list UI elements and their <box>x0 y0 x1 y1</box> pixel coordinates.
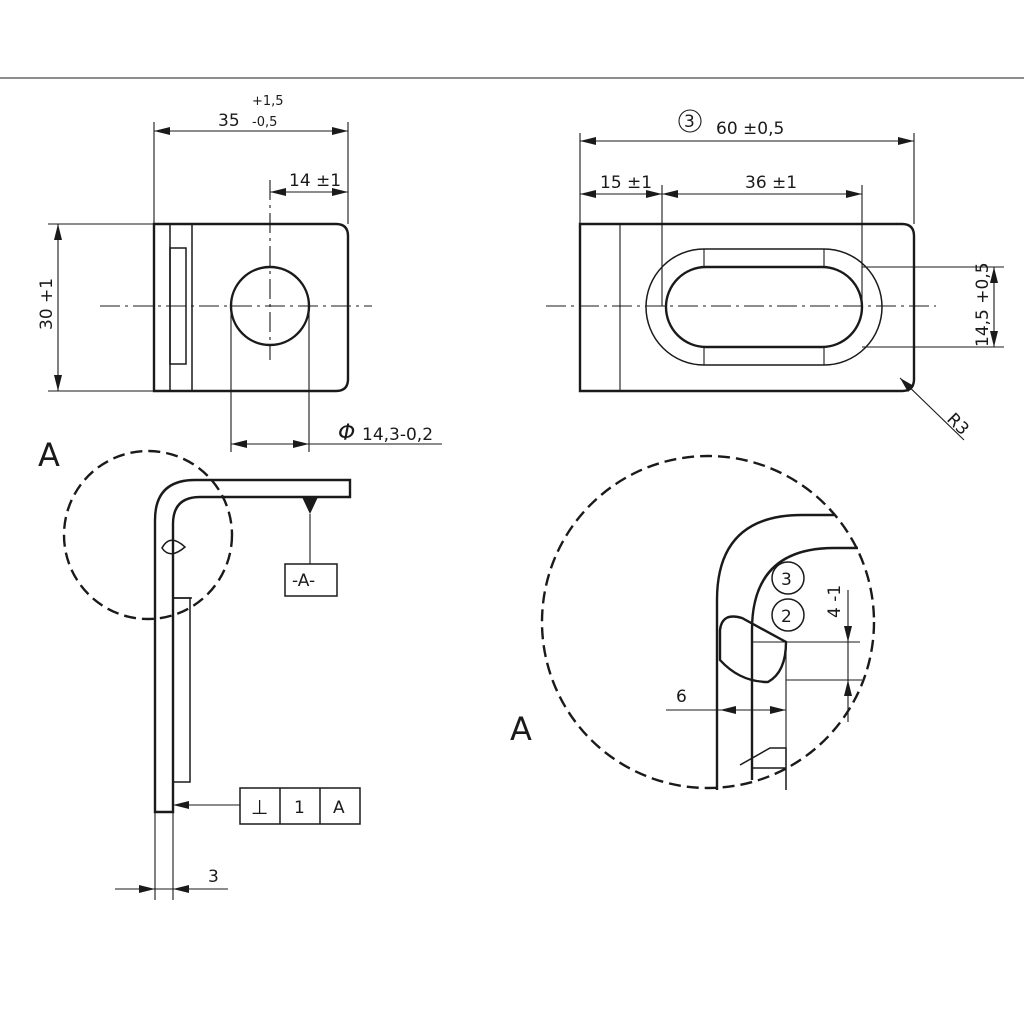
datum-triangle <box>302 497 318 514</box>
dim-slot-width: 14,5 +0,5 <box>973 262 993 347</box>
dim-arrow <box>580 190 596 198</box>
dim-width-tol-upper: +1,5 <box>252 94 284 109</box>
dim-length-total: 60 ±0,5 <box>716 119 784 139</box>
tolerance-frame <box>239 787 361 825</box>
detail-weld-bead <box>718 615 788 684</box>
dim-arrow <box>580 137 596 145</box>
dim-hole-offset: 14 ±1 <box>289 171 341 191</box>
dim-arrow <box>332 188 348 196</box>
dim-width-total: 35 <box>218 111 240 131</box>
marker-3: 3 <box>781 570 792 590</box>
dim-arrow <box>846 190 862 198</box>
dim-thickness: 3 <box>208 867 219 887</box>
datum-label: -A- <box>292 571 315 591</box>
dim-arrow <box>646 190 662 198</box>
section-label-left: A <box>38 436 60 474</box>
tolerance-value: 1 <box>294 798 305 818</box>
slot-outer <box>645 248 883 366</box>
left-view-outline <box>152 222 350 393</box>
dim-arrow <box>844 680 852 696</box>
dim-arrow <box>231 440 247 448</box>
detail-circle-right <box>540 454 876 790</box>
dim-height-left: 30 +1 <box>37 278 57 330</box>
dim-arrow <box>898 137 914 145</box>
section-label-detail: A <box>510 710 532 748</box>
dim-detail-height: 4 -1 <box>825 585 845 618</box>
dim-arrow <box>900 378 914 392</box>
right-view-outline <box>578 222 916 393</box>
detail-plate-outer <box>715 513 834 790</box>
dim-arrow <box>173 885 189 893</box>
detail-circle-left <box>62 449 234 621</box>
side-view-left: A -A- ⊥ 1 A 3 <box>38 436 361 900</box>
dim-arrow <box>139 885 155 893</box>
dim-width-tol-lower: -0,5 <box>252 115 277 130</box>
dim-arrow <box>990 331 998 347</box>
detail-view-right: A 3 2 4 -1 6 <box>510 454 876 790</box>
datum-box <box>284 563 338 597</box>
tolerance-datum: A <box>333 798 345 818</box>
dim-slot-offset: 15 ±1 <box>600 173 652 193</box>
marker-circle-3 <box>678 109 702 133</box>
perpendicularity-symbol: ⊥ <box>251 795 268 819</box>
dim-corner-radius: R3 <box>942 409 972 439</box>
dim-arrow <box>332 127 348 135</box>
top-view-right: 3 60 ±0,5 15 ±1 36 ±1 14,5 +0,5 R3 <box>546 109 1004 441</box>
front-view-left: 35 +1,5 -0,5 14 ±1 30 +1 Φ 14,3-0,2 <box>37 94 442 452</box>
marker-circle-3 <box>771 561 805 595</box>
slot-inner <box>664 265 864 349</box>
dim-hole-diameter: 14,3-0,2 <box>362 425 433 445</box>
detail-plate-inner <box>750 546 858 780</box>
bent-plate <box>153 478 352 814</box>
marker-2: 2 <box>781 607 792 627</box>
dim-arrow <box>54 375 62 391</box>
dim-detail-weld: 6 <box>676 687 687 707</box>
dim-arrow <box>154 127 170 135</box>
dim-arrow <box>662 190 678 198</box>
length-marker: 3 <box>684 112 695 132</box>
diameter-symbol: Φ <box>338 421 355 446</box>
dim-slot-length: 36 ±1 <box>745 173 797 193</box>
detail-weld-strip <box>739 747 787 790</box>
dim-arrow <box>270 188 286 196</box>
dim-arrow <box>173 801 189 809</box>
dim-arrow <box>293 440 309 448</box>
side-view-weld-strip <box>172 597 191 783</box>
dim-arrow <box>844 626 852 642</box>
dim-arrow <box>720 706 736 714</box>
dim-arrow <box>770 706 786 714</box>
marker-circle-2 <box>771 598 805 632</box>
dim-arrow <box>54 224 62 240</box>
dim-arrow <box>990 267 998 283</box>
weld-bead <box>161 539 187 555</box>
